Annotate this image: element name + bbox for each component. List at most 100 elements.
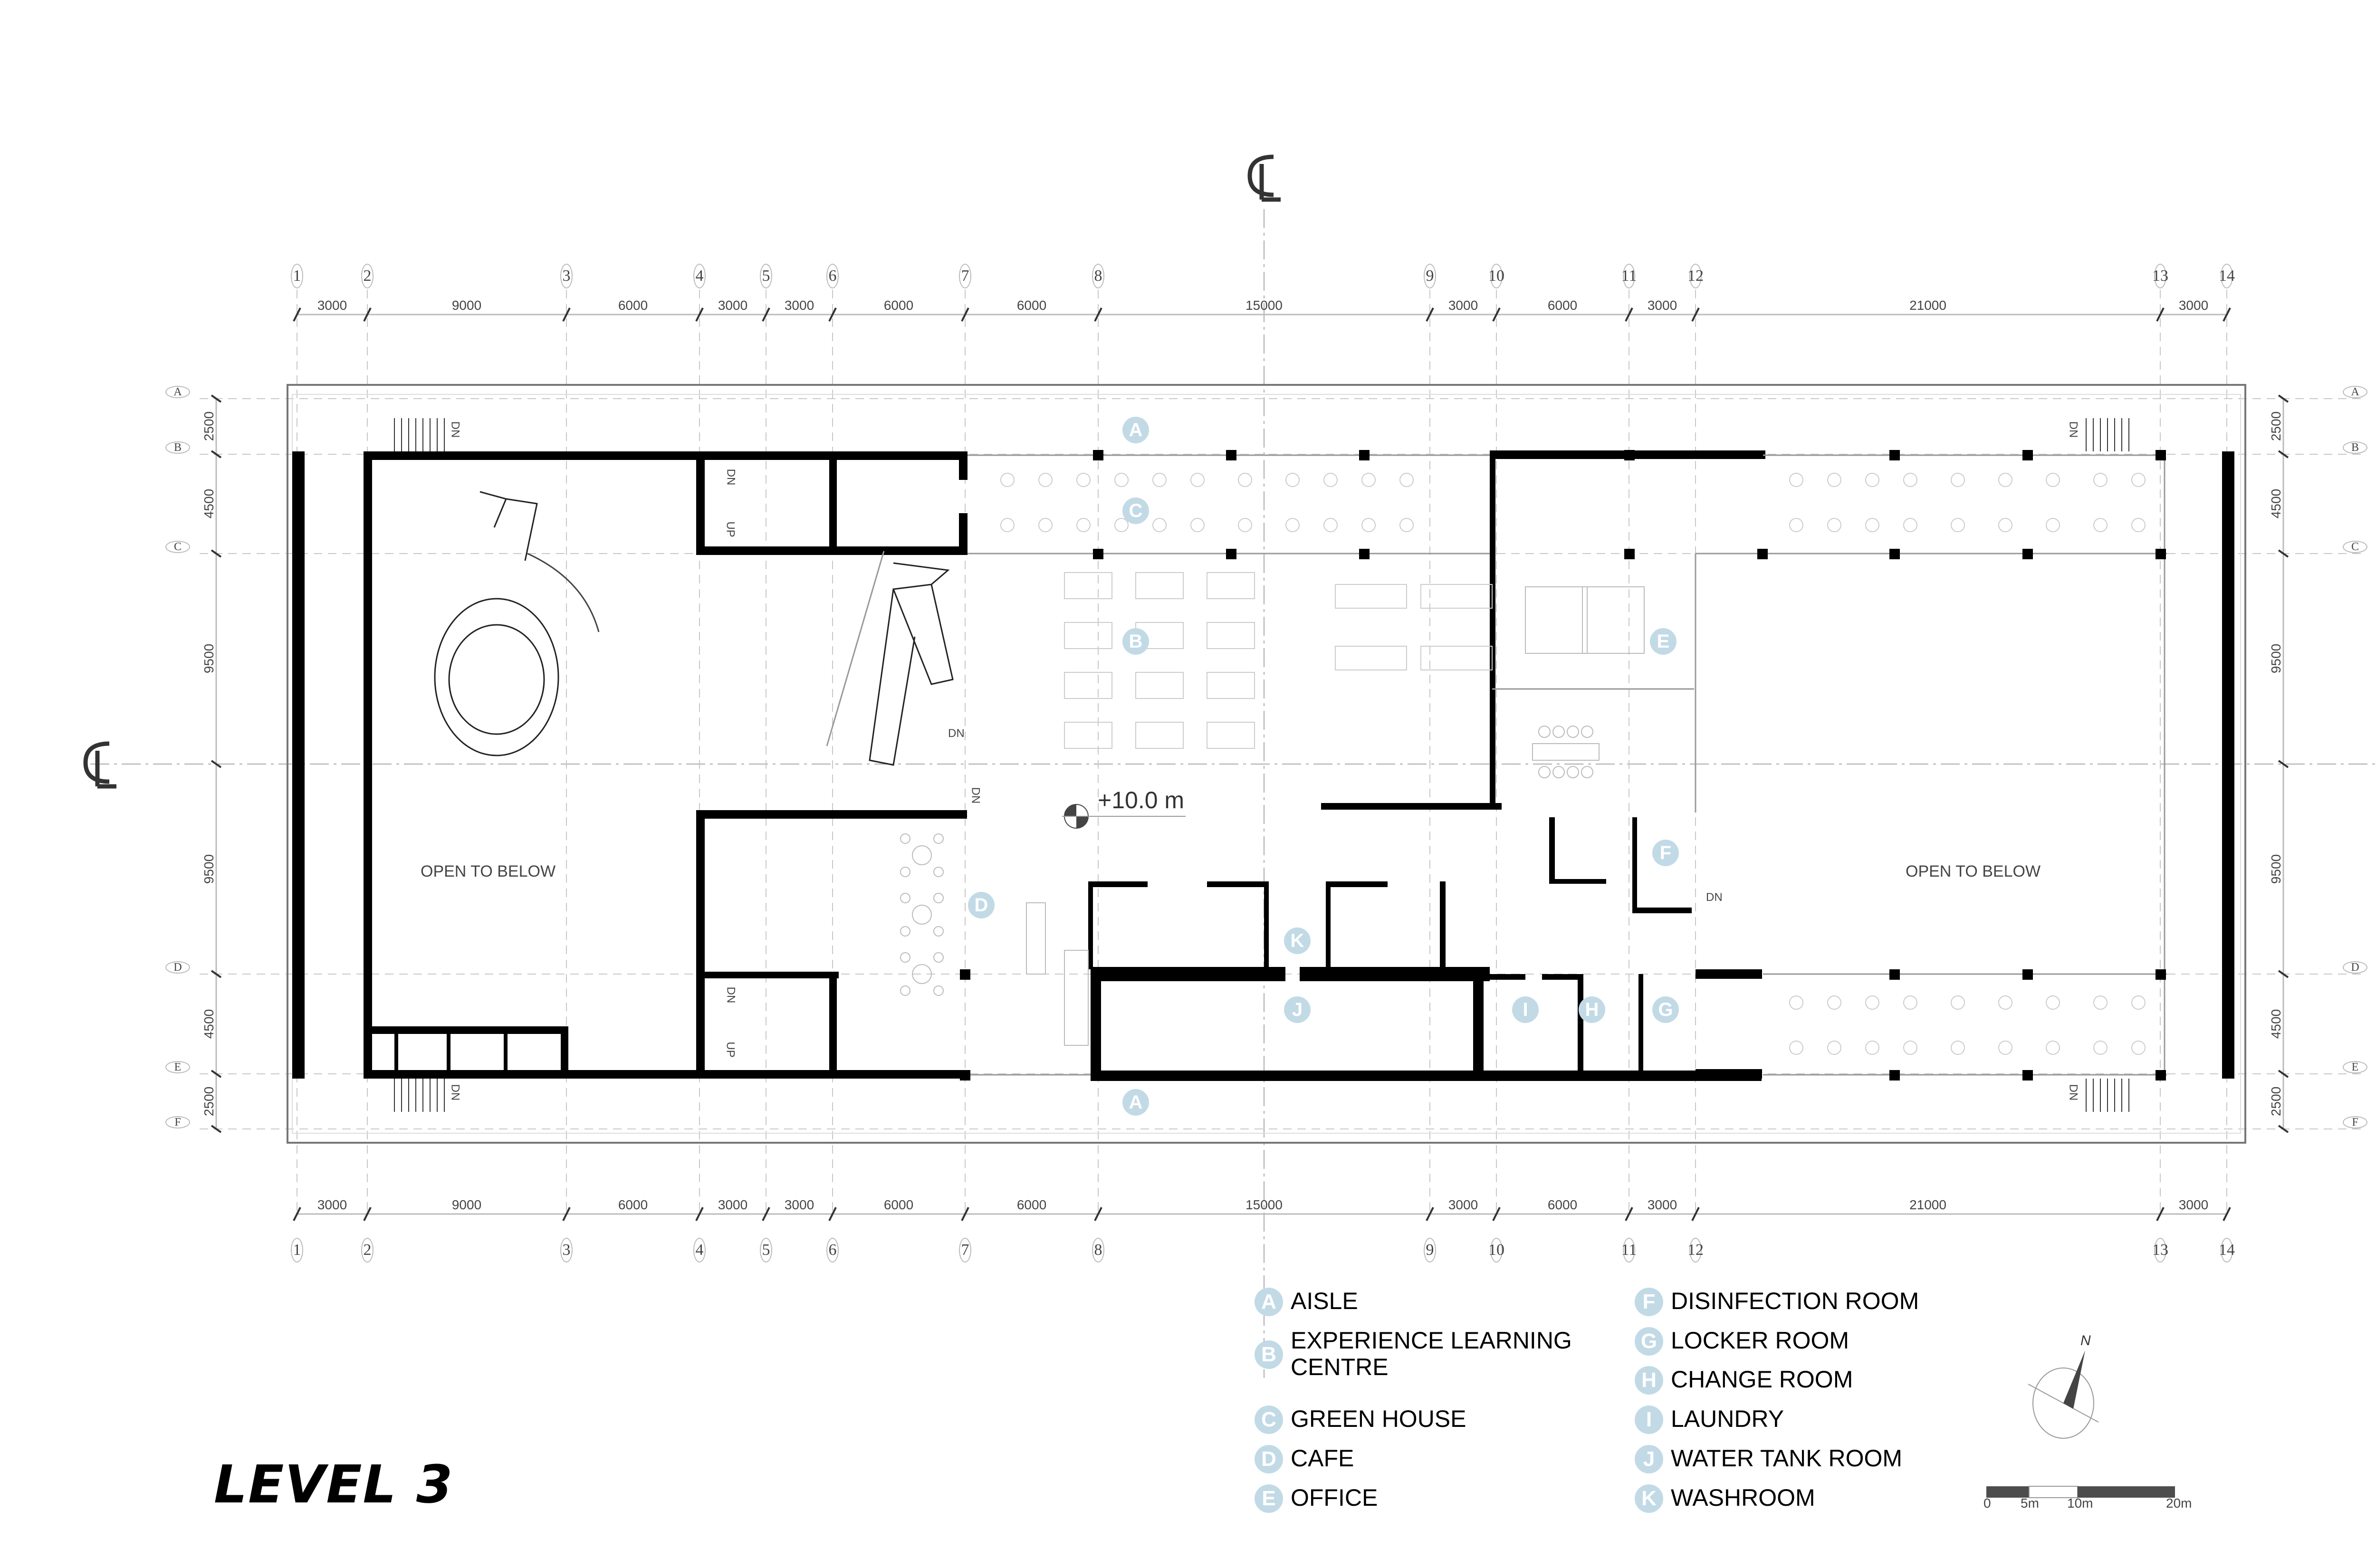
dimension-value: 3000 <box>317 298 347 313</box>
room-tag-badge: J <box>1635 1445 1663 1473</box>
legend-item: I LAUNDRY <box>1635 1405 1784 1434</box>
dimension-value: 9500 <box>2269 854 2283 884</box>
learning-centre-tables <box>1064 572 1493 749</box>
dimension-value: 6000 <box>883 298 914 313</box>
drawing-title: LEVEL 3 <box>214 1454 454 1515</box>
legend-label: LOCKER ROOM <box>1671 1327 1849 1354</box>
dimension-line-bottom <box>293 1207 2231 1221</box>
room-tag-badge: F <box>1635 1288 1663 1316</box>
legend-item: H CHANGE ROOM <box>1635 1366 1853 1395</box>
grid-bubble: 4 <box>693 264 706 288</box>
grid-bubble: 5 <box>760 264 772 288</box>
room-tag-badge: K <box>1635 1484 1663 1513</box>
dimension-value: 21000 <box>1909 298 1946 313</box>
centerline-symbol-top <box>1247 154 1281 202</box>
stair-dn-label: DN <box>1706 891 1723 904</box>
dimension-line-left <box>211 394 222 1133</box>
room-tag-f: F <box>1652 840 1679 866</box>
walls <box>292 450 2234 1081</box>
dimension-value: 9500 <box>2269 643 2283 674</box>
dimension-value: 3000 <box>718 298 748 313</box>
dimension-line-right <box>2278 394 2289 1133</box>
grid-bubbles-top: 1 2 3 4 5 6 7 8 9 10 11 12 13 14 <box>0 264 2376 292</box>
dimension-value: 3000 <box>2178 298 2209 313</box>
legend-item: D CAFE <box>1255 1445 1354 1473</box>
grid-bubble: B <box>165 441 190 454</box>
grid-bubble: 6 <box>826 264 839 288</box>
legend-item: J WATER TANK ROOM <box>1635 1445 1902 1473</box>
room-tag-badge: A <box>1255 1288 1283 1316</box>
dimension-value: 21000 <box>1909 1197 1946 1212</box>
dimension-value: 3000 <box>1647 1197 1677 1212</box>
dimension-value: 6000 <box>1016 1197 1047 1212</box>
north-label: N <box>2080 1333 2091 1348</box>
legend-label: EXPERIENCE LEARNING CENTRE <box>1291 1327 1572 1380</box>
legend-item: C GREEN HOUSE <box>1255 1405 1466 1434</box>
dimension-value: 4500 <box>2269 488 2283 519</box>
dimension-value: 6000 <box>883 1197 914 1212</box>
grid-bubble: 8 <box>1092 264 1104 288</box>
legend-label: DISINFECTION ROOM <box>1671 1288 1919 1314</box>
legend-item: B EXPERIENCE LEARNING CENTRE <box>1255 1327 1585 1380</box>
grid-bubble: 3 <box>560 1238 573 1262</box>
grid-bubble: E <box>2343 1061 2367 1073</box>
room-tag-c: C <box>1122 497 1149 524</box>
grid-bubble: 9 <box>1424 1238 1436 1262</box>
dimension-value: 4500 <box>2269 1009 2283 1039</box>
grid-bubble: 1 <box>291 264 303 288</box>
stair-dn-label: DN <box>2067 1084 2080 1101</box>
north-arrow-icon <box>2028 1350 2099 1439</box>
grid-bubble: F <box>165 1116 190 1128</box>
stair-dn-label: DN <box>724 986 738 1004</box>
grid-bubble: 6 <box>826 1238 839 1262</box>
grid-bubble: 11 <box>1621 264 1637 288</box>
legend-label: WATER TANK ROOM <box>1671 1445 1903 1472</box>
open-to-below-right: OPEN TO BELOW <box>1906 862 2041 880</box>
grid-bubble: D <box>2343 961 2367 974</box>
dimension-value: 2500 <box>2269 411 2283 441</box>
room-tag-badge: H <box>1635 1366 1663 1395</box>
rotunda-stair <box>434 491 600 756</box>
centerline-symbol-left <box>83 741 116 789</box>
room-tag-badge: D <box>1255 1445 1283 1473</box>
grid-bubble: 13 <box>2152 1238 2168 1262</box>
dimension-value: 3000 <box>1647 298 1677 313</box>
grid-bubble: 2 <box>361 1238 374 1262</box>
room-tag-a: A <box>1122 1089 1149 1116</box>
exterior-stairs <box>394 418 2129 1112</box>
dimension-value: 3000 <box>317 1197 347 1212</box>
dimension-line-top <box>293 307 2231 322</box>
legend-label: LAUNDRY <box>1671 1405 1784 1432</box>
legend-item: K WASHROOM <box>1635 1484 1815 1513</box>
legend-label: CAFE <box>1291 1445 1354 1472</box>
grid-bubble: B <box>2343 441 2367 454</box>
level-marker-symbol <box>1062 804 1186 829</box>
grid-bubble: 7 <box>959 264 971 288</box>
cafe-tables <box>900 833 1089 1046</box>
level-elevation-label: +10.0 m <box>1098 787 1185 813</box>
grid-bubble: C <box>2343 541 2367 553</box>
grid-bubble: 3 <box>560 264 573 288</box>
dimension-value: 3000 <box>784 1197 814 1212</box>
open-to-below-left: OPEN TO BELOW <box>421 862 556 880</box>
scale-bar-labels: 0 5m 10m 20m <box>1972 1496 2219 1515</box>
dimension-value: 2500 <box>201 411 216 441</box>
dimension-value: 9500 <box>201 854 216 884</box>
slab-outline <box>287 384 2246 1144</box>
legend-label: WASHROOM <box>1671 1484 1815 1511</box>
room-tag-badge: C <box>1255 1405 1283 1434</box>
grid-bubble: 12 <box>1687 264 1704 288</box>
grid-bubble: 8 <box>1092 1238 1104 1262</box>
stair-dn-label: DN <box>948 727 965 740</box>
dimension-value: 9500 <box>201 643 216 674</box>
room-legend: A AISLE B EXPERIENCE LEARNING CENTRE C G… <box>1255 1288 2015 1535</box>
legend-item: A AISLE <box>1255 1288 1358 1316</box>
grid-bubble: 2 <box>361 264 374 288</box>
room-tag-k: K <box>1284 927 1311 954</box>
grid-bubble: 10 <box>1488 1238 1504 1262</box>
room-tag-i: I <box>1512 996 1539 1023</box>
stair-dn-label: DN <box>449 421 462 438</box>
scale-label: 5m <box>2021 1496 2039 1511</box>
dimension-value: 6000 <box>1547 298 1578 313</box>
scale-label: 10m <box>2067 1496 2093 1511</box>
